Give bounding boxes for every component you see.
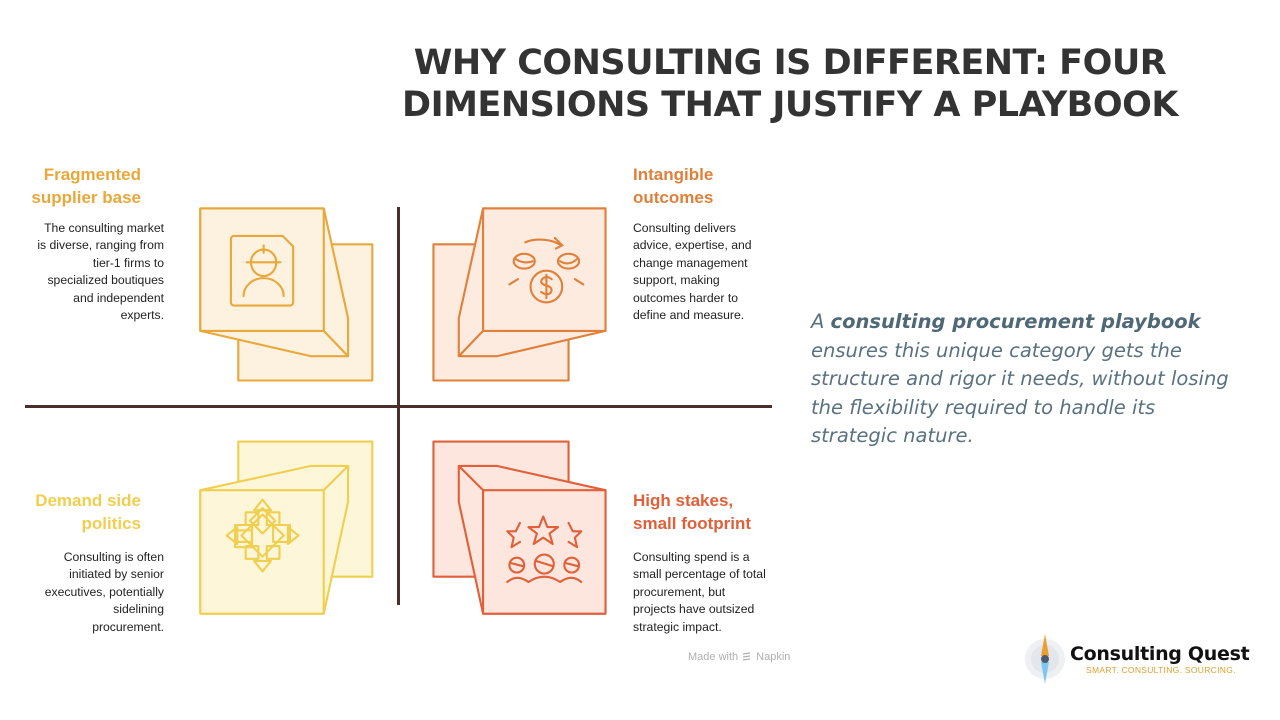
desc-line: Consulting spend is a [633, 550, 750, 564]
title-line-1: WHY CONSULTING IS DIFFERENT: FOUR [413, 43, 1167, 83]
logo-tagline: SMART. CONSULTING. SOURCING. [1086, 665, 1236, 675]
playbook-quote: A consulting procurement playbook ensure… [811, 308, 1231, 451]
quadrant-description-intangible: Consulting delivers advice, expertise, a… [633, 220, 793, 324]
desc-line: Consulting is often [63, 550, 164, 564]
cube-fragmented [195, 200, 385, 390]
compass-icon [1025, 634, 1065, 684]
desc-line: is diverse, ranging from [37, 238, 164, 253]
heading-line: Demand side [35, 491, 141, 510]
heading-line: outcomes [633, 188, 714, 207]
title-line-2: DIMENSIONS THAT JUSTIFY A PLAYBOOK [402, 85, 1178, 125]
cube-svg [432, 207, 607, 382]
heading-line: High stakes, [633, 491, 734, 510]
quadrant-description-demand: Consulting is often initiated by senior … [10, 549, 164, 636]
desc-line: outcomes harder to [633, 290, 739, 305]
consulting-quest-logo: Consulting Quest SMART. CONSULTING. SOUR… [1022, 632, 1250, 686]
quadrant-heading-fragmented: Fragmented supplier base [20, 163, 141, 209]
desc-line: specialized boutiques [47, 273, 164, 288]
desc-line: advice, expertise, and [633, 238, 752, 253]
cube-svg [199, 440, 374, 615]
quote-emphasis: consulting procurement playbook [830, 310, 1201, 333]
napkin-brand: Napkin [756, 651, 791, 663]
cube-demand [195, 430, 385, 620]
quadrant-heading-intangible: Intangible outcomes [633, 163, 773, 209]
desc-line: executives, potentially [44, 584, 164, 599]
heading-line: small footprint [633, 514, 752, 533]
worker-helmet-icon [229, 234, 295, 307]
heading-line: Intangible [633, 165, 714, 184]
desc-line: sidelining [113, 602, 164, 617]
napkin-icon [743, 651, 751, 661]
desc-line: initiated by senior [69, 567, 164, 582]
logo-name: Consulting Quest [1070, 643, 1250, 665]
quote-rest: ensures this unique category gets the st… [811, 338, 1229, 448]
desc-line: Consulting delivers [633, 221, 736, 235]
stars-people-icon [506, 515, 583, 584]
quadrant-description-high-stakes: Consulting spend is a small percentage o… [633, 549, 803, 636]
heading-line: politics [81, 514, 141, 533]
cube-svg [432, 440, 607, 615]
desc-line: strategic impact. [633, 619, 722, 634]
desc-line: procurement, but [633, 584, 726, 599]
desc-line: The consulting market [44, 221, 164, 235]
desc-line: define and measure. [633, 308, 745, 323]
desc-line: experts. [120, 308, 164, 323]
napkin-watermark[interactable]: Made with Napkin [688, 651, 790, 663]
desc-line: support, making [633, 273, 720, 288]
arrows-convergence-icon [225, 498, 300, 573]
desc-line: projects have outsized [633, 602, 755, 617]
heading-line: Fragmented [43, 165, 141, 184]
desc-line: and independent [73, 290, 164, 305]
money-exchange-icon [508, 236, 585, 304]
desc-line: change management [633, 255, 748, 270]
quadrant-heading-demand: Demand side politics [10, 489, 141, 535]
quadrant-heading-high-stakes: High stakes, small footprint [633, 489, 793, 535]
cube-svg [199, 207, 374, 382]
quadrant-description-fragmented: The consulting market is diverse, rangin… [10, 220, 164, 324]
vertical-axis [397, 207, 400, 605]
cube-high-stakes [425, 430, 615, 620]
made-with-label: Made with [688, 651, 739, 663]
page-title: WHY CONSULTING IS DIFFERENT: FOUR DIMENS… [400, 42, 1180, 126]
quote-prefix: A [811, 310, 831, 333]
cube-intangible [425, 200, 615, 390]
desc-line: tier-1 firms to [92, 255, 164, 270]
desc-line: procurement. [92, 619, 164, 634]
desc-line: small percentage of total [633, 567, 766, 582]
heading-line: supplier base [31, 188, 141, 207]
